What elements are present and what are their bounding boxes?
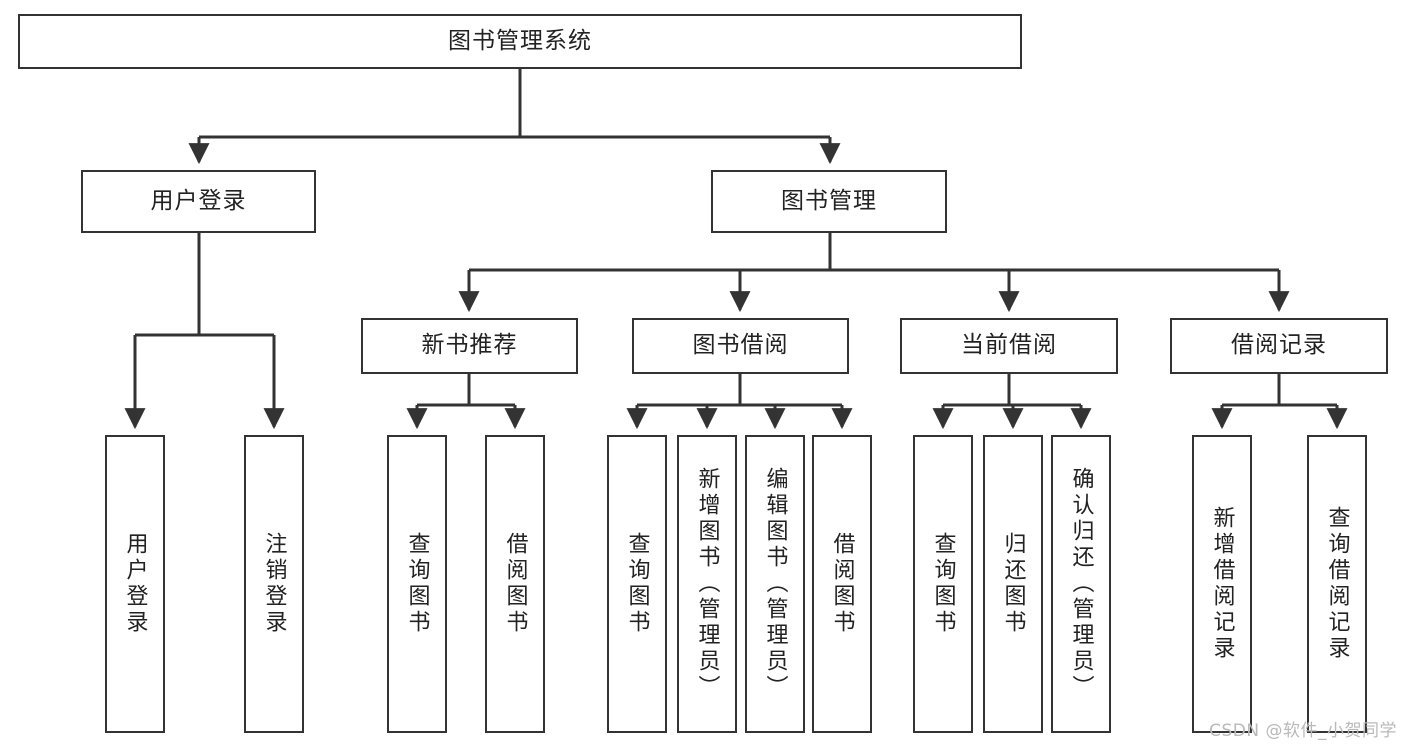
csdn-watermark: CSDN @软件_小贺同学 xyxy=(1209,721,1397,741)
node-user-login-label: 用户登录 xyxy=(150,187,247,214)
node-current-borrow[interactable]: 当前借阅 xyxy=(900,318,1118,374)
node-leaf-confirm-return[interactable]: 确认归还（管理员） xyxy=(1051,435,1111,733)
node-leaf-query-book-2-label: 查询图书 xyxy=(624,532,650,636)
node-user-login[interactable]: 用户登录 xyxy=(81,170,316,233)
node-book-manage-label: 图书管理 xyxy=(781,187,877,214)
node-new-book-recommend[interactable]: 新书推荐 xyxy=(361,318,578,374)
node-leaf-query-record-label: 查询借阅记录 xyxy=(1324,506,1350,662)
node-leaf-return-book-label: 归还图书 xyxy=(1000,532,1026,636)
node-leaf-borrow-book-1-label: 借阅图书 xyxy=(502,532,528,636)
node-leaf-edit-book-label: 编辑图书（管理员） xyxy=(762,467,788,701)
node-leaf-add-record[interactable]: 新增借阅记录 xyxy=(1192,435,1252,733)
node-leaf-confirm-return-label: 确认归还（管理员） xyxy=(1068,467,1094,701)
node-book-manage[interactable]: 图书管理 xyxy=(711,170,947,233)
node-leaf-query-book-1[interactable]: 查询图书 xyxy=(387,435,447,733)
node-leaf-logout-label: 注销登录 xyxy=(261,532,287,636)
node-leaf-add-book[interactable]: 新增图书（管理员） xyxy=(677,435,737,733)
node-borrow-record[interactable]: 借阅记录 xyxy=(1170,318,1388,374)
node-leaf-user-login[interactable]: 用户登录 xyxy=(105,435,165,733)
node-book-borrow[interactable]: 图书借阅 xyxy=(632,318,849,374)
node-leaf-return-book[interactable]: 归还图书 xyxy=(983,435,1043,733)
node-leaf-query-book-2[interactable]: 查询图书 xyxy=(607,435,667,733)
node-leaf-borrow-book-2[interactable]: 借阅图书 xyxy=(812,435,872,733)
node-book-borrow-label: 图书借阅 xyxy=(692,332,789,359)
node-root-label: 图书管理系统 xyxy=(448,27,592,54)
node-leaf-edit-book[interactable]: 编辑图书（管理员） xyxy=(745,435,805,733)
node-leaf-query-book-3-label: 查询图书 xyxy=(930,532,956,636)
node-leaf-query-record[interactable]: 查询借阅记录 xyxy=(1307,435,1367,733)
node-leaf-add-book-label: 新增图书（管理员） xyxy=(694,467,720,701)
node-leaf-user-login-label: 用户登录 xyxy=(122,532,148,636)
node-current-borrow-label: 当前借阅 xyxy=(961,332,1057,359)
node-leaf-borrow-book-2-label: 借阅图书 xyxy=(829,532,855,636)
node-leaf-borrow-book-1[interactable]: 借阅图书 xyxy=(485,435,545,733)
node-root[interactable]: 图书管理系统 xyxy=(18,14,1022,69)
node-borrow-record-label: 借阅记录 xyxy=(1231,332,1327,359)
node-leaf-add-record-label: 新增借阅记录 xyxy=(1209,506,1235,662)
node-leaf-logout[interactable]: 注销登录 xyxy=(244,435,304,733)
node-new-book-recommend-label: 新书推荐 xyxy=(421,332,518,359)
node-leaf-query-book-1-label: 查询图书 xyxy=(404,532,430,636)
node-leaf-query-book-3[interactable]: 查询图书 xyxy=(913,435,973,733)
